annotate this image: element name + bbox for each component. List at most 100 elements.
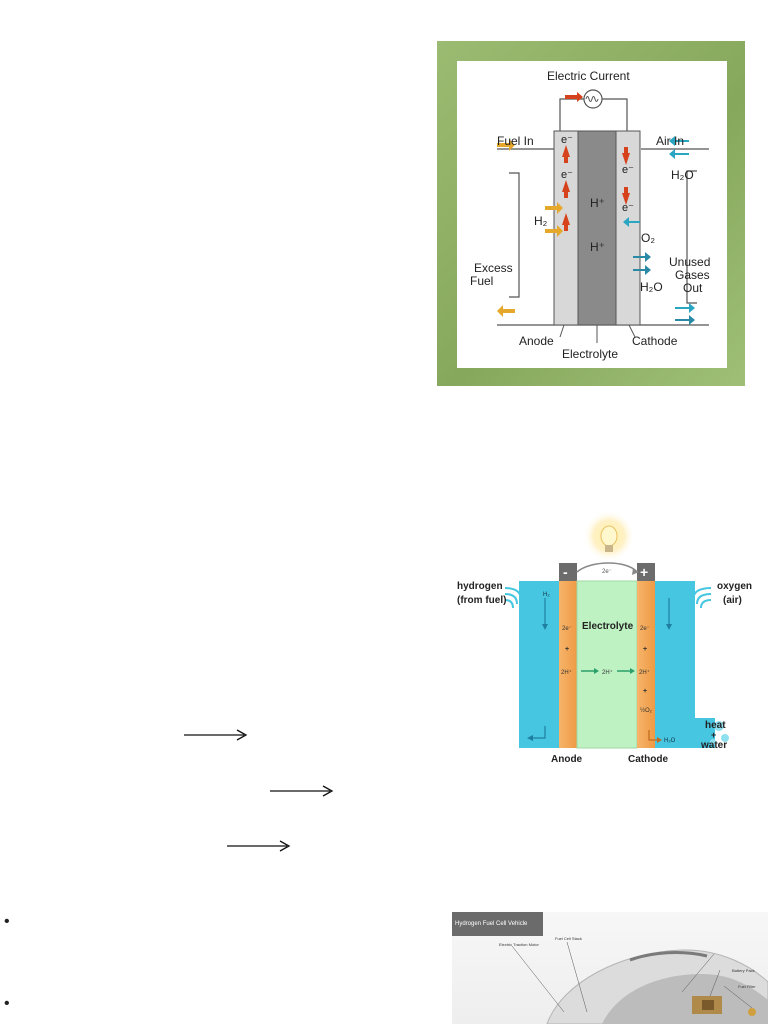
air-in-arrow-icon <box>669 136 689 146</box>
fuel-cell-stack-label: Fuel Cell Stack <box>555 936 582 941</box>
reaction-arrow-icon <box>184 729 248 741</box>
bullet-marker: • <box>4 995 10 1012</box>
fuel-filler-label: Fuel Filler <box>738 984 756 989</box>
h2-inner-label: H₂ <box>543 592 550 598</box>
electron-label: e⁻ <box>622 164 634 176</box>
oxygen-flow-line <box>692 587 712 601</box>
fuel-cell-diagram-panel: Electric Current Fuel In Air In e⁻ e⁻ e⁻… <box>457 61 727 368</box>
electrolyte-membrane <box>576 580 638 749</box>
leader-line <box>681 953 715 993</box>
unused-gases-label: Out <box>683 281 703 295</box>
middle-proton-label: 2H⁺ <box>602 669 613 676</box>
ion-flow-arrow-icon <box>594 668 599 674</box>
lamp-icon <box>583 89 603 109</box>
cathode-electrode <box>637 581 655 748</box>
leader-line <box>566 941 588 1013</box>
proton-label: H⁺ <box>590 240 605 254</box>
cathode-pointer <box>628 324 636 338</box>
anode-plus-label: + <box>565 646 569 653</box>
anode-label: Anode <box>519 334 554 348</box>
light-bulb-icon <box>600 525 618 547</box>
unused-gases-label: Unused <box>669 255 710 269</box>
excess-fuel-arrow-icon <box>497 305 515 317</box>
water-label: H₂O <box>664 738 676 744</box>
o2-label: O₂ <box>641 231 655 245</box>
current-arrow-icon <box>565 92 583 102</box>
oxygen-flow-line <box>700 599 712 609</box>
h2-arrow-icon <box>545 202 563 214</box>
electric-current-label: Electric Current <box>547 69 630 83</box>
hydrogen-flow-line <box>504 593 518 605</box>
unused-gas-bracket <box>686 170 697 304</box>
heat-plus-label: + <box>711 730 716 740</box>
hydrogen-chamber <box>519 581 559 748</box>
positive-sign: + <box>640 564 648 580</box>
fuel-cell-diagram: Electric Current Fuel In Air In e⁻ e⁻ e⁻… <box>437 41 745 386</box>
cathode-plus-label: + <box>643 646 647 653</box>
electron-down-arrow-icon <box>622 187 630 205</box>
water-out-arrow-icon <box>657 737 662 743</box>
cathode-label: Cathode <box>632 334 678 348</box>
fuel-cell-svg: Electric Current Fuel In Air In e⁻ e⁻ e⁻… <box>470 69 710 361</box>
electron-up-arrow-icon <box>562 180 570 198</box>
car-interior <box>602 974 768 1024</box>
excess-fuel-bracket <box>509 172 520 298</box>
leader-line <box>511 945 565 1013</box>
reaction-arrow-icon <box>270 785 334 797</box>
anode-proton-label: 2H⁺ <box>561 669 572 676</box>
fuel-in-label: Fuel In <box>497 134 534 148</box>
hydrogen-flow-line <box>504 587 522 601</box>
cathode-electron-label: 2e⁻ <box>640 626 650 632</box>
leader-line <box>723 985 753 1009</box>
steam-bubble <box>721 734 729 742</box>
water-output-label: water <box>700 740 727 751</box>
air-in-label: Air In <box>656 134 684 148</box>
anode-electrode <box>559 581 577 748</box>
electron-down-arrow-icon <box>622 147 630 165</box>
windshield-edge <box>629 951 708 962</box>
hydrogen-cell-diagram: - + 2e⁻ <box>443 508 768 770</box>
cathode-plus-label: + <box>643 688 647 695</box>
cathode-oxygen-label: ½O₂ <box>640 707 653 714</box>
cathode-label: Cathode <box>628 754 668 765</box>
air-in-arrow-icon <box>669 149 689 159</box>
excess-fuel-label: Excess <box>474 261 513 275</box>
oxygen-label: oxygen <box>717 581 752 592</box>
h2-arrow-icon <box>545 225 563 237</box>
cathode-proton-label: 2H⁺ <box>639 669 650 676</box>
electron-up-arrow-icon <box>562 145 570 163</box>
hydrogen-flow-line <box>504 599 514 609</box>
proton-label: H⁺ <box>590 196 605 210</box>
vehicle-svg: Electric Traction Motor Fuel Cell Stack … <box>499 936 768 1024</box>
o2-arrow-icon <box>623 217 640 227</box>
hydrogen-exit-arrow <box>531 726 546 739</box>
hydrogen-label: (from fuel) <box>457 595 506 606</box>
fuel-cell-vehicle-image: Hydrogen Fuel Cell Vehicle Electric Trac… <box>452 912 768 1024</box>
electron-label: e⁻ <box>622 202 634 214</box>
negative-sign: - <box>563 564 568 580</box>
exhaust-arrow-icon <box>675 303 695 313</box>
vehicle-title: Hydrogen Fuel Cell Vehicle <box>452 912 543 936</box>
negative-terminal <box>559 563 577 581</box>
electron-label: e⁻ <box>561 134 573 146</box>
fuel-in-arrow-icon <box>497 139 515 151</box>
water-out-arrow <box>648 730 659 741</box>
exhaust-arrow-icon <box>675 315 695 325</box>
bulb-base-icon <box>605 545 613 552</box>
battery-cell <box>702 1000 714 1010</box>
battery-pack-label: Battery Pack <box>732 968 755 973</box>
ion-flow-arrow-icon <box>630 668 635 674</box>
heat-label: heat <box>705 720 726 731</box>
reaction-arrow-icon <box>227 840 291 852</box>
cathode-layer <box>615 130 641 326</box>
anode-electron-label: 2e⁻ <box>562 626 572 632</box>
excess-fuel-label: Fuel <box>470 274 493 288</box>
oxygen-flow-line <box>696 593 712 605</box>
h2o-label: H₂O <box>640 280 663 294</box>
wire-arrow-icon <box>632 568 639 575</box>
electron-up-arrow-icon <box>562 213 570 231</box>
traction-motor-label: Electric Traction Motor <box>499 942 539 947</box>
electrolyte-label: Electrolyte <box>582 621 634 632</box>
bullet-marker: • <box>4 913 10 930</box>
electron-label: e⁻ <box>561 169 573 181</box>
